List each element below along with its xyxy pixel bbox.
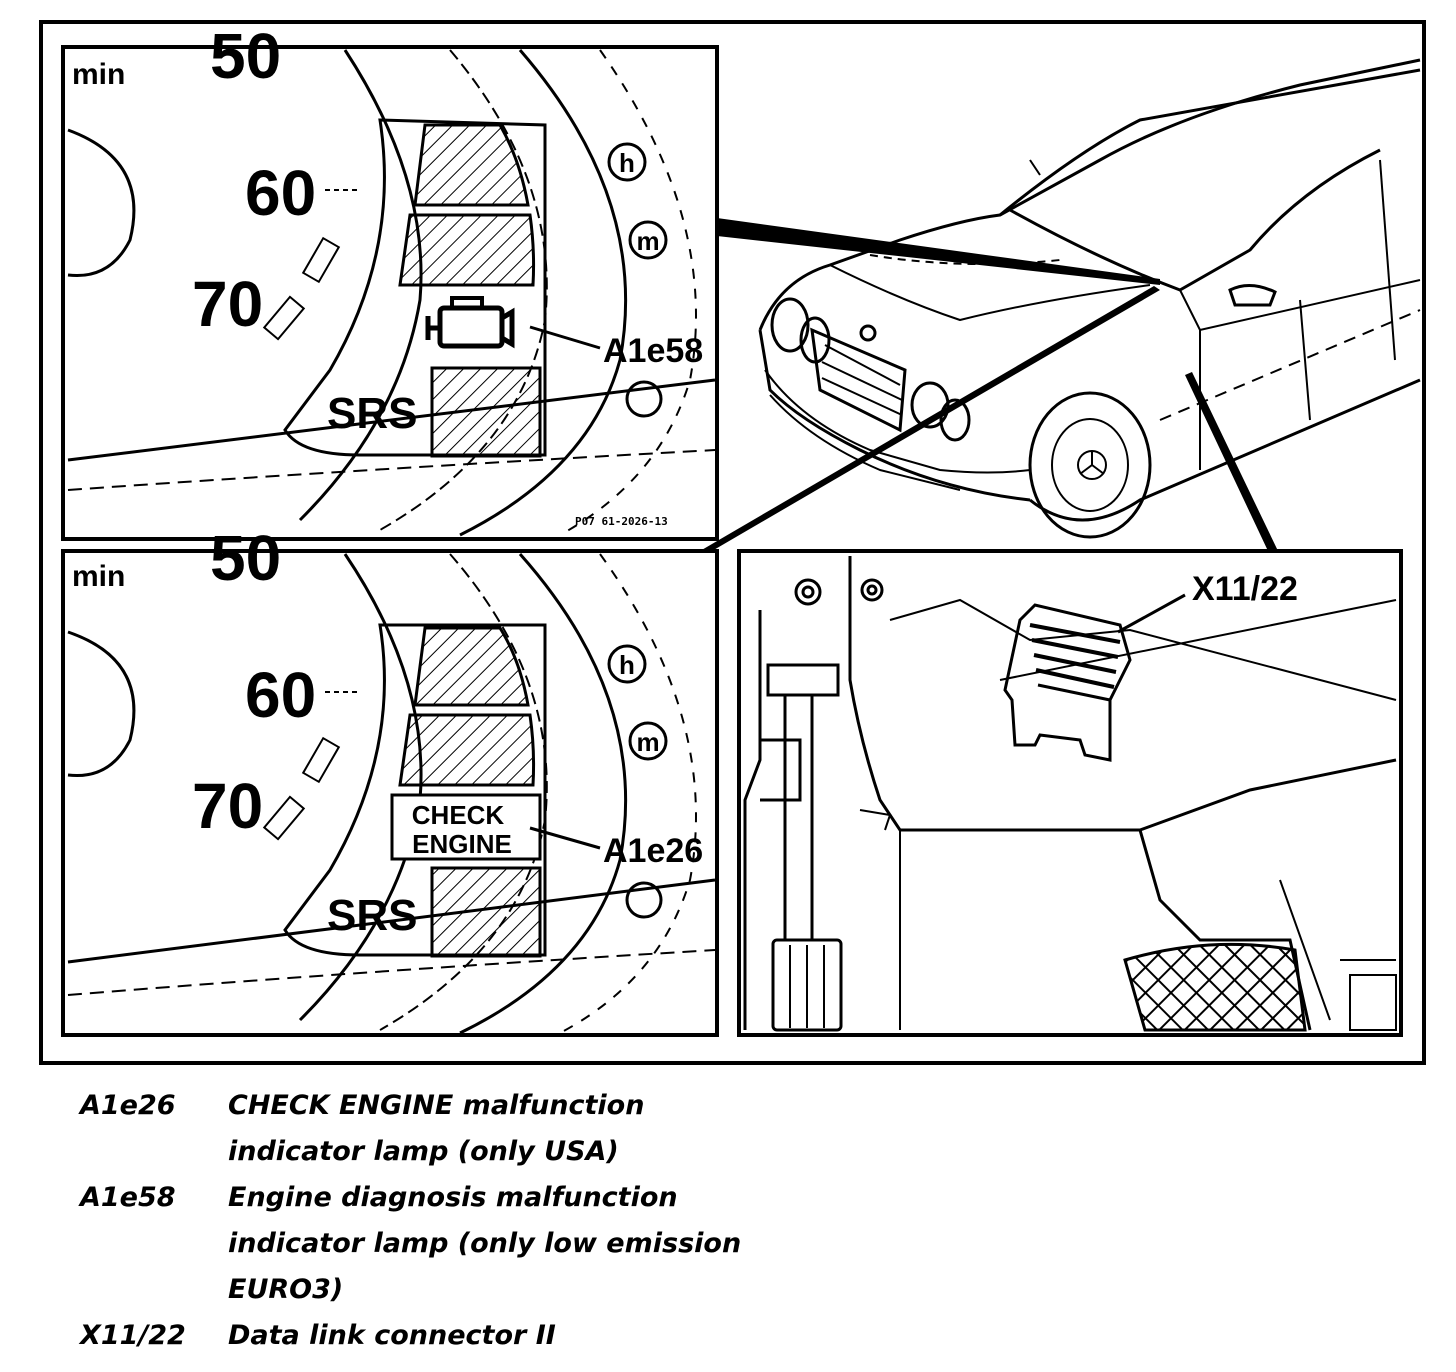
- speed-60-top: 60: [245, 157, 316, 229]
- minute-button-top: [628, 220, 668, 260]
- outer-frame: [39, 20, 1426, 1065]
- legend-code: X11/22: [80, 1320, 186, 1351]
- figure-code: P07 61-2026-13: [575, 515, 668, 528]
- speed-70-top: 70: [192, 268, 263, 340]
- legend-description-cont: indicator lamp (only USA): [228, 1136, 619, 1167]
- check-engine-lamp: [390, 793, 542, 861]
- hour-button-bottom: [607, 644, 647, 684]
- callout-a1e26: A1e26: [603, 832, 703, 870]
- callout-a1e58: A1e58: [603, 332, 703, 370]
- legend: A1e26 CHECK ENGINE malfunction indicator…: [80, 1090, 980, 1366]
- legend-description-cont: EURO3): [228, 1274, 344, 1305]
- callout-x11-22: X11/22: [1192, 570, 1298, 608]
- legend-code: A1e58: [80, 1182, 176, 1213]
- legend-description-cont: indicator lamp (only low emission: [228, 1228, 742, 1259]
- speed-70-bottom: 70: [192, 770, 263, 842]
- leader-lines: [700, 218, 1278, 551]
- check-engine-line1: CHECK: [412, 800, 505, 830]
- min-label-bottom: min: [72, 560, 125, 593]
- speed-50-bottom: 50: [210, 522, 281, 594]
- minute-label-bottom: m: [636, 727, 659, 757]
- hour-label-top: h: [619, 148, 635, 178]
- instrument-panel-bottom: CHECK ENGINE 50 60 70 min SRS h m A1e26: [61, 522, 719, 1037]
- minute-button-bottom: [628, 721, 668, 761]
- check-engine-line2: ENGINE: [412, 829, 512, 859]
- legend-item-a1e58: A1e58 Engine diagnosis malfunction: [80, 1182, 980, 1228]
- legend-code: A1e26: [80, 1090, 176, 1121]
- connector-panel: X11/22: [737, 549, 1403, 1037]
- hour-button-top: [607, 142, 647, 182]
- minute-label-top: m: [636, 226, 659, 256]
- legend-item-a1e26: A1e26 CHECK ENGINE malfunction: [80, 1090, 980, 1136]
- srs-label-top: SRS: [327, 389, 417, 438]
- srs-label-bottom: SRS: [327, 891, 417, 940]
- legend-description: Data link connector II: [228, 1320, 556, 1351]
- hour-label-bottom: h: [619, 650, 635, 680]
- speed-60-bottom: 60: [245, 659, 316, 731]
- speed-50-top: 50: [210, 20, 281, 92]
- engine-icon: [425, 296, 515, 349]
- car-illustration: [758, 58, 1421, 539]
- min-label-top: min: [72, 58, 125, 91]
- legend-description: CHECK ENGINE malfunction: [228, 1090, 645, 1121]
- location-diagram: 50 60 70 min SRS h m A1e58 P07 61-2026-1…: [39, 20, 1426, 1065]
- legend-description: Engine diagnosis malfunction: [228, 1182, 678, 1213]
- instrument-panel-top: 50 60 70 min SRS h m A1e58 P07 61-2026-1…: [61, 20, 719, 541]
- legend-item-x11-22: X11/22 Data link connector II: [80, 1320, 980, 1366]
